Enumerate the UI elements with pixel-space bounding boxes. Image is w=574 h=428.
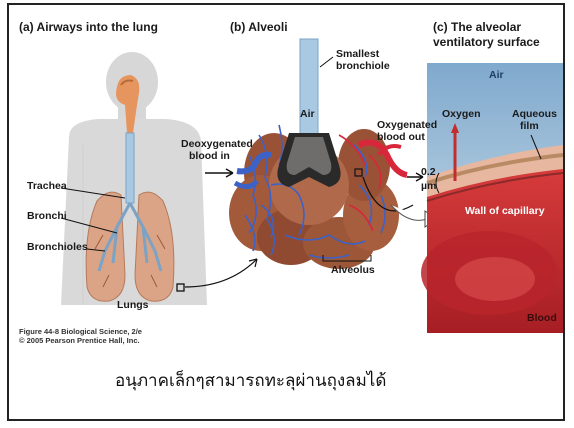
figure-credit-line1: Figure 44-8 Biological Science, 2/e: [19, 327, 142, 336]
panel-c-title-line2: ventilatory surface: [433, 35, 540, 49]
label-air-b: Air: [300, 109, 315, 120]
label-blood: Blood: [527, 313, 557, 324]
label-lungs: Lungs: [117, 300, 149, 311]
panel-b-title: (b) Alveoli: [230, 20, 288, 34]
label-thickness-unit: µm: [421, 181, 436, 192]
label-thickness-value: 0.2: [421, 167, 436, 178]
label-bronchi: Bronchi: [27, 211, 67, 222]
label-bronchiole: bronchiole: [336, 61, 390, 72]
label-aqueous-2: film: [520, 121, 539, 132]
label-aqueous-1: Aqueous: [512, 109, 557, 120]
label-oxygen: Oxygen: [442, 109, 481, 120]
panel-a-title: (a) Airways into the lung: [19, 20, 158, 34]
label-oxy-1: Oxygenated: [377, 120, 437, 131]
label-oxy-2: blood out: [377, 132, 425, 143]
label-alveolus: Alveolus: [331, 265, 375, 276]
label-smallest: Smallest: [336, 49, 379, 60]
panel-c-title-line1: (c) The alveolar: [433, 20, 521, 34]
label-deoxy-1: Deoxygenated: [181, 139, 253, 150]
label-wall-capillary: Wall of capillary: [465, 206, 545, 217]
figure-frame: (a) Airways into the lung (b) Alveoli (c…: [7, 3, 565, 421]
label-air-c: Air: [489, 70, 504, 81]
label-trachea: Trachea: [27, 181, 67, 192]
thai-caption: อนุภาคเล็กๆสามารถทะลุผ่านถุงลมได้: [115, 367, 386, 394]
figure-credit-line2: © 2005 Pearson Prentice Hall, Inc.: [19, 336, 140, 345]
label-bronchioles: Bronchioles: [27, 242, 88, 253]
label-deoxy-2: blood in: [189, 151, 230, 162]
